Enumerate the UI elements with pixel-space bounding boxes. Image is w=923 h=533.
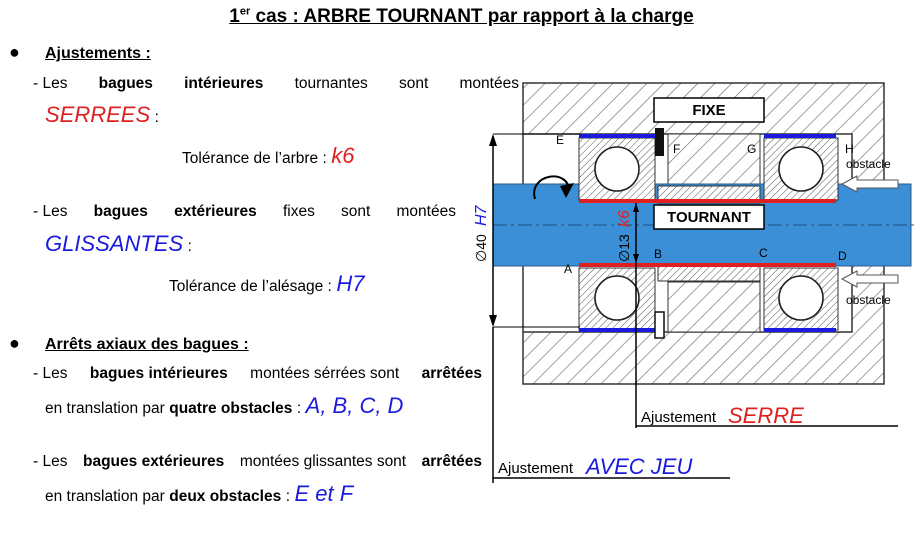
ajust-jeu-label: Ajustement [498,460,574,477]
text-tolerance-alesage: Tolérance de l’alésage : H7 [169,271,365,296]
letter-a: A [564,262,572,276]
dim-inner-tol: k6 [616,210,633,227]
letter-b: B [654,247,662,261]
tournant-label: TOURNANT [667,209,751,226]
obstacle-arrow-top [840,175,899,193]
text-line-exterieures: - Les bagues extérieures fixes sont mont… [33,203,456,220]
housing-spacer-top [667,133,761,185]
text-tolerance-arbre: Tolérance de l’arbre : k6 [182,143,355,168]
dim-outer-label: ∅40 [473,234,489,262]
text-arrets-exterieures-1: - Les bagues extérieures montées glissan… [33,453,482,470]
rotation-arrow [533,175,570,200]
heading-ajustements: Ajustements : [45,45,151,62]
text-arrets-interieures-2: en translation par quatre obstacles : A,… [45,393,404,418]
text-arrets-interieures-1: - Les bagues intérieures montées sérrées… [33,365,482,382]
letter-g: G [747,142,756,156]
circlip-top [655,128,664,156]
page-title: 1er cas : ARBRE TOURNANT par rapport à l… [229,6,694,28]
tournant-box [653,204,765,230]
bullet-1: ● [9,42,20,62]
letter-f: F [673,142,680,156]
text-line-interieures: - Les bagues intérieures tournantes sont… [33,75,519,92]
obstacle-arrow-bottom [840,270,899,288]
spacer-sleeve-bottom [657,265,761,282]
text-serrees: SERREES : [45,102,159,127]
letter-e: E [556,133,564,147]
ajust-jeu-val: AVEC JEU [584,454,692,479]
ajust-serre-val: SERRE [728,403,804,428]
obstacle-label-bottom: obstacle [846,293,891,307]
ajust-serre-label: Ajustement [641,409,717,426]
obstacle-label-top: obstacle [846,157,891,171]
letter-h: H [845,142,854,156]
fixe-label: FIXE [692,102,725,119]
text-arrets-exterieures-2: en translation par deux obstacles : E et… [45,481,354,506]
letter-c: C [759,246,768,260]
circlip-bottom [654,311,665,339]
bearing-left [578,137,656,331]
fixe-box [653,97,765,123]
bullet-2: ● [9,333,20,353]
dim-outer-tol: H7 [473,204,490,226]
text-glissantes: GLISSANTES : [45,231,192,256]
housing-spacer-bottom [667,281,761,333]
heading-arrets-axiaux: Arrêts axiaux des bagues : [45,336,249,353]
letter-d: D [838,249,847,263]
bearing-right [763,137,839,331]
dim-inner-label: ∅13 [616,234,632,262]
